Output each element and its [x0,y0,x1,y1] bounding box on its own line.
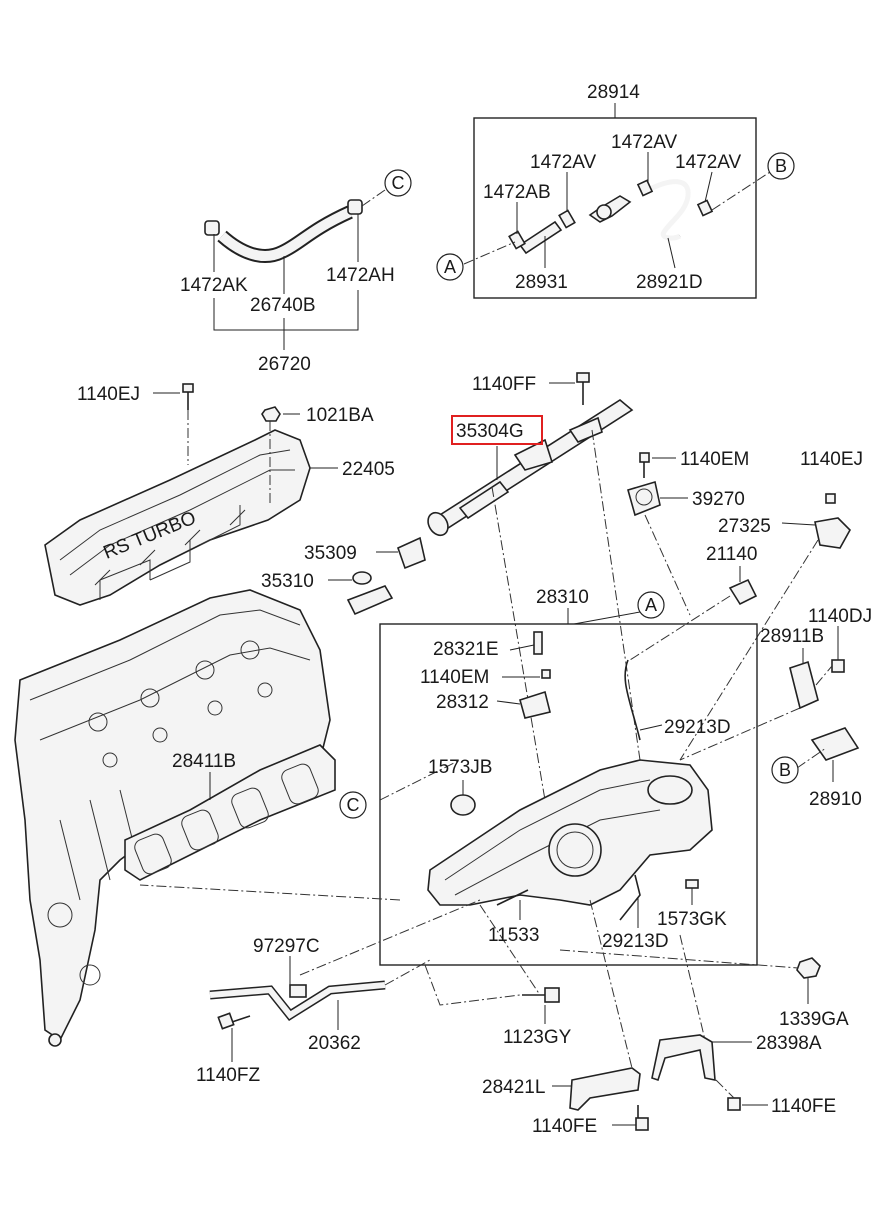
label-1140DJ: 1140DJ [808,606,872,627]
label-28421L: 28421L [482,1077,545,1098]
bottom-parts-group [209,899,821,1131]
plug-1573JB-part [450,794,476,816]
label-22405: 22405 [342,459,395,480]
plug-1573GK-part [685,879,699,889]
clamp-1472AK-part [204,220,220,236]
hose-26720-group [204,189,386,350]
svg-text:C: C [392,173,405,193]
nut-1021BA-part [261,406,281,422]
label-21140: 21140 [706,544,757,565]
label-29213D-b: 29213D [602,931,669,952]
label-28398A: 28398A [756,1033,822,1054]
valve-28910-part [810,727,860,761]
label-11533: 11533 [488,925,539,946]
label-1140FE-a: 1140FE [532,1116,597,1137]
label-1140EJ-b: 1140EJ [800,449,863,470]
label-1472AK: 1472AK [180,275,248,296]
label-1140FZ: 1140FZ [196,1065,260,1086]
label-28321E: 28321E [433,639,499,660]
label-29213D-a: 29213D [664,717,731,738]
sensor-39270-part [627,480,661,517]
label-1573JB: 1573JB [428,757,492,778]
clamp-1472AH-part [347,199,363,215]
label-97297C: 97297C [253,936,320,957]
clamp-1472AV-part [558,209,576,229]
manifold-group [139,608,758,966]
label-1472AB: 1472AB [483,182,551,203]
highlight-box-35304G [451,415,543,445]
label-1140FF: 1140FF [472,374,536,395]
label-1339GA: 1339GA [779,1009,849,1030]
svg-text:A: A [645,595,657,615]
svg-text:C: C [347,795,360,815]
callout-a-top: A [436,253,464,281]
callout-c-top: C [384,169,412,197]
label-1140EM-b: 1140EM [420,667,489,688]
label-27325: 27325 [718,516,771,537]
callout-a-manifold: A [637,591,665,619]
hose-kit-group [463,103,771,299]
clip-35309-part [397,536,426,570]
label-26740B: 26740B [250,295,316,316]
label-28910: 28910 [809,789,862,810]
label-28914: 28914 [587,82,640,103]
callout-b-right: B [771,756,799,784]
label-20362: 20362 [308,1033,361,1054]
fitting-28321E-part [533,631,543,655]
engine-cover-group: RS TURBO [44,383,338,606]
label-1140EM-a: 1140EM [680,449,749,470]
label-1472AV-b: 1472AV [530,152,597,173]
svg-text:A: A [444,257,456,277]
engine-block-part [14,589,331,1042]
label-28310: 28310 [536,587,589,608]
hose-26740B-part [218,207,353,261]
label-28931: 28931 [515,272,568,293]
label-35304G: 35304G [456,421,524,442]
label-28411B: 28411B [172,751,236,772]
label-39270: 39270 [692,489,745,510]
bracket-28911B-part [789,660,819,710]
svg-text:B: B [775,156,787,176]
part-21140 [728,578,758,606]
label-26720: 26720 [258,354,311,375]
label-1021BA: 1021BA [306,405,374,426]
label-1140FE-b: 1140FE [771,1096,836,1117]
hose-20362-part [209,982,386,1019]
clip-97297C-part [289,984,307,998]
fuel-rail-group [328,372,641,801]
bracket-28421L-part [569,1067,641,1111]
engine-cover-22405-part [44,429,311,606]
bracket-28398A-part [651,1034,716,1082]
label-1573GK: 1573GK [657,909,727,930]
callout-c-manifold: C [339,791,367,819]
label-35310: 35310 [261,571,314,592]
sensor-28312-part [519,690,551,719]
label-1472AV-c: 1472AV [675,152,742,173]
label-28921D: 28921D [636,272,703,293]
label-35309: 35309 [304,543,357,564]
label-1123GY: 1123GY [503,1027,572,1048]
svg-text:B: B [779,760,791,780]
label-1140EJ-a: 1140EJ [77,384,140,405]
label-28312: 28312 [436,692,489,713]
part-labels: 28914 1472AV 1472AV 1472AV 1472AB 28931 … [77,82,872,1137]
sensor-group [627,452,860,782]
engine-block-group [14,589,336,1047]
label-1472AH: 1472AH [326,265,395,286]
label-1472AV-a: 1472AV [611,132,678,153]
callout-b-top: B [767,152,795,180]
injector-35310-part [346,585,394,616]
gasket-28411B-part [124,744,336,881]
hose-28931-part [518,220,563,255]
nut-1339GA-part [796,957,821,979]
sensor-27325-part [814,517,851,549]
label-28911B: 28911B [760,626,824,647]
clamp-1472AB-part [508,230,526,250]
